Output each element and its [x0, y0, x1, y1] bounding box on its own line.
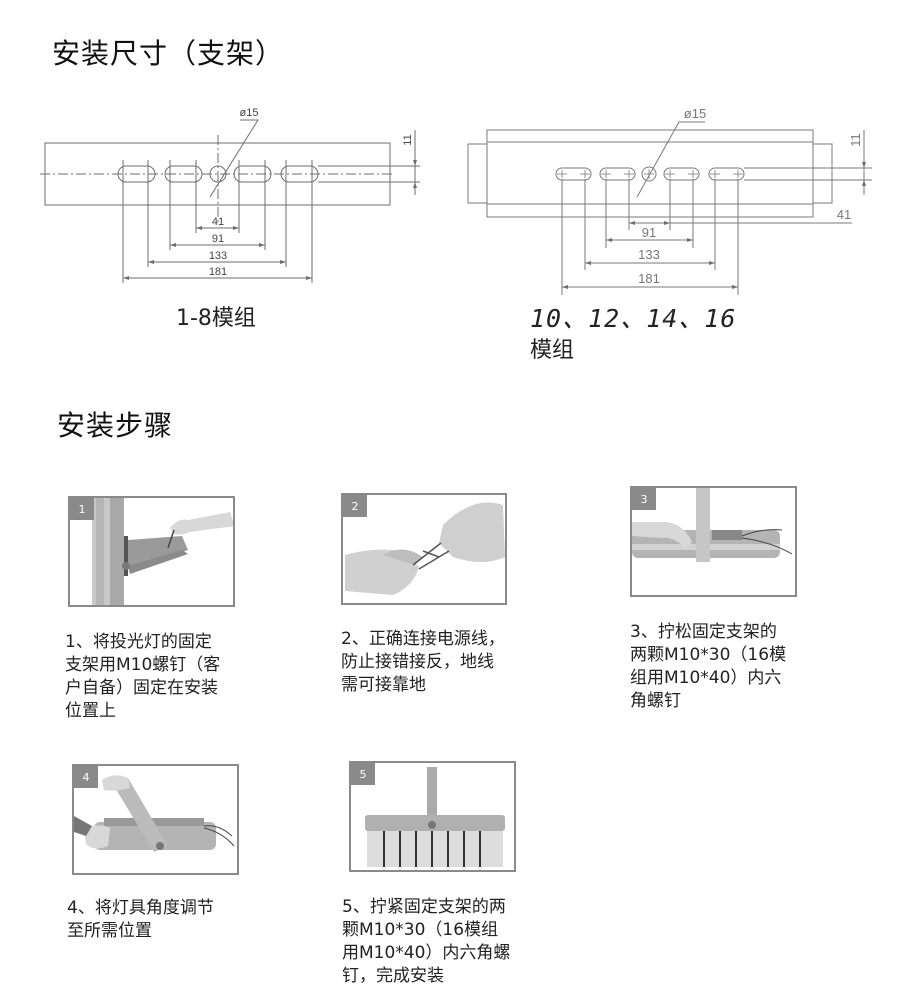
dim-label: 91 — [642, 225, 656, 240]
installed-floodlight-illustration — [365, 767, 505, 867]
section-title-dimensions: 安装尺寸（支架） — [52, 37, 285, 70]
dim-label: 181 — [209, 266, 227, 278]
step-4-text: 4、将灯具角度调节 至所需位置 — [67, 898, 214, 941]
step-3-text: 3、拧松固定支架的 两颗M10*30（16模 组用M10*40）内六 角螺钉 — [630, 622, 787, 711]
hole-diameter-label: ø15 — [240, 107, 259, 119]
caption-1-8-modules: 1-8模组 — [176, 306, 256, 331]
step-5-photo: 5 — [349, 761, 516, 872]
step-number-badge: 4 — [74, 766, 98, 788]
caption-modules-suffix: 模组 — [530, 338, 575, 363]
step-1-text: 1、将投光灯的固定 支架用M10螺钉（客 户自备）固定在安装 位置上 — [65, 632, 221, 721]
dim-label: 91 — [212, 233, 224, 245]
step-1-photo: 1 — [68, 496, 235, 607]
dim-label: 181 — [638, 271, 660, 286]
step-2-photo: 2 — [341, 493, 507, 605]
loosening-screws-illustration — [632, 488, 793, 562]
hole-diameter-label: ø15 — [684, 106, 706, 121]
adjusting-angle-illustration — [74, 775, 235, 852]
step-5-text: 5、拧紧固定支架的两 颗M10*30（16模组 用M10*40）内六角螺 钉，完… — [342, 897, 511, 986]
bracket-drawing-1-8-modules: ø15 41 91 133 181 11 — [40, 107, 420, 283]
slot-height-label: 11 — [402, 134, 414, 145]
dim-label: 133 — [638, 247, 660, 262]
dim-label: 133 — [209, 250, 227, 262]
connecting-wires-illustration — [345, 502, 505, 595]
step-number-badge: 2 — [343, 495, 367, 517]
slot-height-label: 11 — [848, 133, 863, 147]
step-number-badge: 5 — [351, 763, 375, 785]
dim-label: 41 — [212, 216, 224, 228]
step-3-photo: 3 — [630, 486, 797, 597]
step-number-badge: 3 — [632, 488, 656, 510]
step-4-photo: 4 — [72, 764, 239, 875]
bracket-on-pole-illustration — [92, 498, 233, 605]
dim-label: 41 — [837, 207, 851, 222]
caption-10-16-modules: 10、12、14、16 — [530, 304, 737, 333]
step-2-text: 2、正确连接电源线， 防止接错接反，地线 需可接靠地 — [341, 629, 505, 695]
bracket-drawing-10-16-modules: ø15 41 91 133 181 11 — [467, 106, 872, 295]
section-title-steps: 安装步骤 — [57, 409, 174, 442]
step-number-badge: 1 — [70, 498, 94, 520]
